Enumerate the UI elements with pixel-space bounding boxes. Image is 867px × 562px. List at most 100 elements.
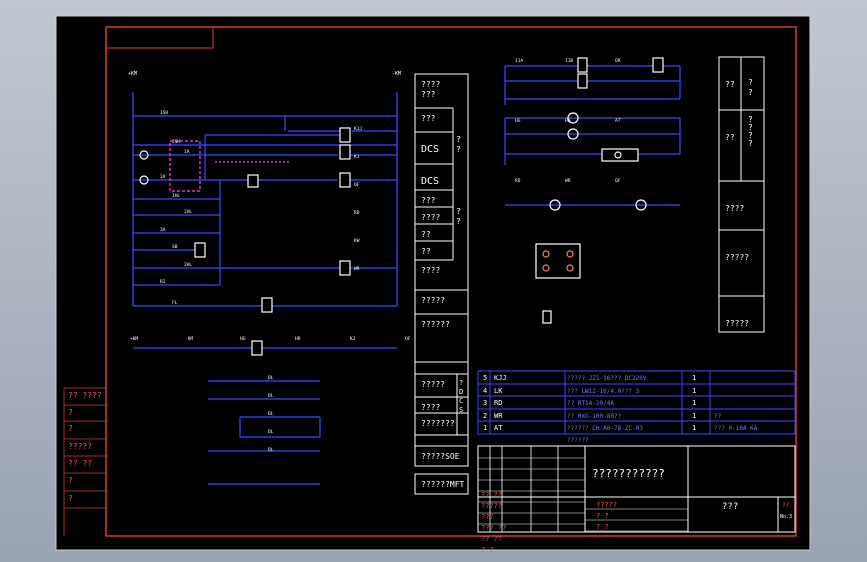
contact-label: 2HL — [184, 262, 192, 268]
terminal-label: +KM — [128, 71, 137, 77]
stamp-row: ????? — [68, 442, 92, 451]
cell-label: ??? — [421, 114, 436, 123]
side-label: ? — [748, 115, 753, 124]
relay-label: KJJ — [354, 126, 362, 132]
title-row: ? ? — [596, 523, 609, 531]
cell-label: ?? — [725, 133, 735, 142]
relay-label: WR — [354, 266, 360, 272]
row-no: 4 — [483, 387, 487, 395]
schematic-label: 11A — [515, 58, 523, 64]
stamp-row: ? — [68, 494, 73, 503]
unit-label: ??? — [722, 502, 738, 512]
row-no: 5 — [483, 374, 487, 382]
stamp-row: ? — [68, 476, 73, 485]
row-code: AT — [494, 424, 503, 432]
bottom-label: HR — [295, 336, 301, 342]
schematic-label: 11B — [565, 58, 573, 64]
cell-label: ????? — [421, 380, 445, 389]
cell-label: ??? — [421, 196, 436, 205]
contact-label: SB — [172, 244, 178, 250]
cell-label: ?? — [725, 80, 735, 89]
side-label: ? — [456, 217, 461, 226]
cell-label: ?? — [421, 230, 431, 239]
model-space — [55, 15, 811, 551]
row-qty: 1 — [692, 387, 696, 395]
code-label: No.3 — [780, 514, 792, 520]
title-row: ?? ?? — [481, 491, 502, 499]
contact-label: DL — [268, 447, 274, 453]
bottom-label: -KM — [185, 336, 193, 342]
relay-label: QF — [354, 182, 360, 188]
cell-label: ????? — [725, 253, 749, 262]
drawing-border — [105, 26, 797, 537]
relay-label: RD — [354, 210, 360, 216]
side-label: ? — [456, 135, 461, 144]
side-label: S — [459, 406, 463, 414]
bottom-label: +KM — [130, 336, 138, 342]
bottom-label: KJ — [350, 336, 356, 342]
row-qty: 1 — [692, 374, 696, 382]
row-code: RD — [494, 399, 502, 407]
cell-label: ???? — [725, 204, 744, 213]
row-no: 1 — [483, 424, 487, 432]
side-label: ? — [748, 78, 753, 87]
row-note: ?? — [714, 413, 722, 420]
code-label: ?? — [782, 502, 790, 509]
side-label: D — [459, 388, 463, 396]
title-row: ??? — [481, 513, 494, 521]
stamp-row: ? — [68, 424, 73, 433]
side-label: C — [459, 397, 463, 405]
cell-label: ?? — [421, 247, 431, 256]
cell-label: ???? — [421, 213, 440, 222]
contact-label: DL — [268, 429, 274, 435]
stamp-row: ?? ???? — [68, 391, 102, 400]
side-label: ? — [456, 145, 461, 154]
terminal-label: -KM — [392, 71, 401, 77]
row-model: ?? RT14-20/4A — [567, 400, 614, 407]
cell-label: ??????MFT — [421, 480, 465, 489]
side-label: ? — [748, 123, 753, 132]
schematic-label: AT — [615, 118, 621, 124]
cell-label: DCS — [421, 176, 439, 187]
schematic-label: RD — [515, 178, 521, 184]
row-model: ??? LW12-16/4.0??? 3 — [567, 388, 640, 395]
title-block: ???????????????? ????????????? ???? ??? … — [477, 445, 796, 554]
side-label: ? — [748, 131, 753, 140]
row-model: ?????? CH-A6-7B-ZC-03 — [567, 425, 643, 432]
cell-label: ???? — [421, 403, 440, 412]
circuit-labels: +KM-KM1SH2SH1A2A1HL2HL3ASB2HLRIFLKJJKJQF… — [128, 58, 621, 453]
circuit-diagram — [132, 57, 681, 485]
schematic-label: QF — [615, 178, 621, 184]
title-row: ? ? — [481, 546, 494, 554]
relay-label: KJ — [354, 154, 360, 160]
table-footer: ?????? — [567, 437, 589, 444]
contact-label: DL — [268, 375, 274, 381]
middle-cells: ??????????DCSDCS????????????????????????… — [415, 80, 468, 489]
side-label: ? — [748, 139, 753, 148]
row-no: 3 — [483, 399, 487, 407]
right-cells: ???????????????????????? — [719, 57, 764, 333]
cell-label: ?????SOE — [421, 452, 460, 461]
row-code: KJJ — [494, 374, 507, 382]
contact-label: 2A — [160, 174, 166, 180]
row-qty: 1 — [692, 399, 696, 407]
contact-label: 2SH — [172, 139, 180, 145]
contact-label: RI — [160, 279, 166, 285]
contact-label: FL — [172, 300, 178, 306]
title-row: ?? ?? — [481, 535, 502, 543]
cell-label: ????? — [421, 296, 445, 305]
schematic-label: WR — [565, 178, 571, 184]
title-row: ????? — [481, 502, 502, 510]
stamp-row: ? — [68, 408, 73, 417]
schematic-label: QR — [615, 58, 621, 64]
row-qty: 1 — [692, 412, 696, 420]
contact-label: 1A — [184, 149, 190, 155]
cell-label: ???? — [421, 266, 440, 275]
row-note: ??? 0-10A 6A — [714, 425, 758, 432]
schematic-label: HR — [565, 118, 571, 124]
contact-label: 2HL — [184, 209, 192, 215]
cell-label: DCS — [421, 144, 439, 155]
cell-label: ???? — [421, 80, 440, 89]
